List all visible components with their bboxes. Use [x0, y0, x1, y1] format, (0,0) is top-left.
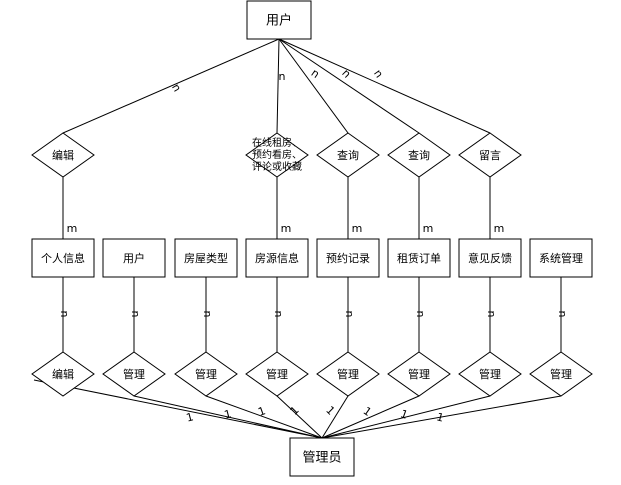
entity-box	[458, 238, 522, 278]
cardinality-m: m	[423, 222, 434, 235]
relation-diamond	[316, 132, 380, 178]
relation-admin-line	[33, 379, 323, 439]
user-relation-line	[62, 38, 280, 134]
cardinality-m: m	[67, 222, 78, 235]
entity-box	[174, 238, 238, 278]
relation-diamond	[31, 132, 95, 178]
relation-label: 预约看房、	[252, 148, 302, 161]
cardinality-n: n	[279, 70, 286, 83]
entity-label: 房源信息	[255, 251, 299, 265]
cardinality-n: n	[556, 311, 569, 318]
entity-box	[387, 238, 451, 278]
relation-label: 查询	[337, 148, 359, 162]
relation-admin-line	[321, 395, 562, 439]
relation-diamond	[387, 132, 451, 178]
admin-entity-box	[289, 437, 355, 477]
entity-box	[31, 238, 95, 278]
cardinality-n: n	[485, 311, 498, 318]
relation-diamond	[174, 351, 238, 397]
entity-box	[102, 238, 166, 278]
relation-diamond	[245, 351, 309, 397]
entity-label: 个人信息	[41, 251, 85, 265]
entity-label: 预约记录	[326, 252, 370, 265]
relation-label: 管理	[479, 367, 501, 381]
relation-label: 评论或收藏	[252, 160, 302, 173]
cardinality-n: n	[272, 311, 285, 318]
relation-label: 管理	[195, 367, 217, 381]
cardinality-n: n	[339, 67, 353, 81]
cardinality-m: m	[281, 222, 292, 235]
cardinality-n: n	[58, 311, 71, 318]
relation-diamond	[316, 351, 380, 397]
cardinality-one: 1	[435, 410, 445, 424]
relation-label: 管理	[550, 367, 572, 381]
relation-diamond	[458, 351, 522, 397]
cardinality-n: n	[371, 67, 386, 80]
user-entity-label: 用户	[266, 13, 292, 29]
relation-label: 留言	[479, 149, 501, 162]
cardinality-n: n	[201, 311, 214, 318]
relation-diamond	[458, 132, 522, 178]
relation-diamond	[102, 351, 166, 397]
cardinality-n: n	[343, 311, 356, 318]
entity-label: 系统管理	[539, 251, 583, 265]
cardinality-one: 1	[256, 404, 267, 419]
cardinality-n: n	[129, 311, 142, 318]
cardinality-one: 1	[185, 410, 195, 424]
relation-label: 在线租房、	[252, 136, 302, 149]
entity-label: 租赁订单	[397, 251, 441, 265]
relation-admin-line	[276, 395, 323, 439]
relation-admin-line	[321, 395, 349, 439]
cardinality-one: 1	[288, 404, 302, 418]
entity-label: 房屋类型	[184, 251, 228, 265]
relation-admin-line	[321, 395, 420, 439]
relation-diamond	[31, 351, 95, 397]
cardinality-m: m	[352, 222, 363, 235]
relation-label: 管理	[266, 367, 288, 381]
user-entity-box	[246, 0, 312, 40]
relation-diamond	[387, 351, 451, 397]
cardinality-n: n	[414, 311, 427, 318]
relation-label: 管理	[408, 367, 430, 381]
relation-admin-line	[321, 395, 491, 439]
user-relation-line	[276, 38, 280, 134]
user-relation-line	[278, 38, 420, 134]
entity-label: 用户	[123, 251, 145, 265]
relation-label: 编辑	[52, 367, 74, 381]
entity-label: 意见反馈	[468, 251, 512, 265]
relation-diamond	[529, 351, 593, 397]
cardinality-one: 1	[399, 407, 410, 422]
entity-box	[529, 238, 593, 278]
cardinality-m: m	[494, 222, 505, 235]
relation-diamond	[245, 132, 309, 178]
entity-box	[316, 238, 380, 278]
admin-entity-label: 管理员	[302, 451, 341, 466]
cardinality-one: 1	[223, 407, 233, 421]
cardinality-n: n	[169, 81, 184, 94]
cardinality-n: n	[309, 66, 322, 81]
entity-box	[245, 238, 309, 278]
relation-label: 管理	[123, 367, 145, 381]
relation-label: 编辑	[52, 148, 74, 162]
relation-label: 查询	[408, 148, 430, 162]
user-relation-line	[278, 38, 349, 134]
relation-label: 管理	[337, 367, 359, 381]
user-relation-line	[278, 38, 491, 134]
relation-admin-line	[205, 395, 323, 439]
relation-admin-line	[133, 395, 323, 439]
